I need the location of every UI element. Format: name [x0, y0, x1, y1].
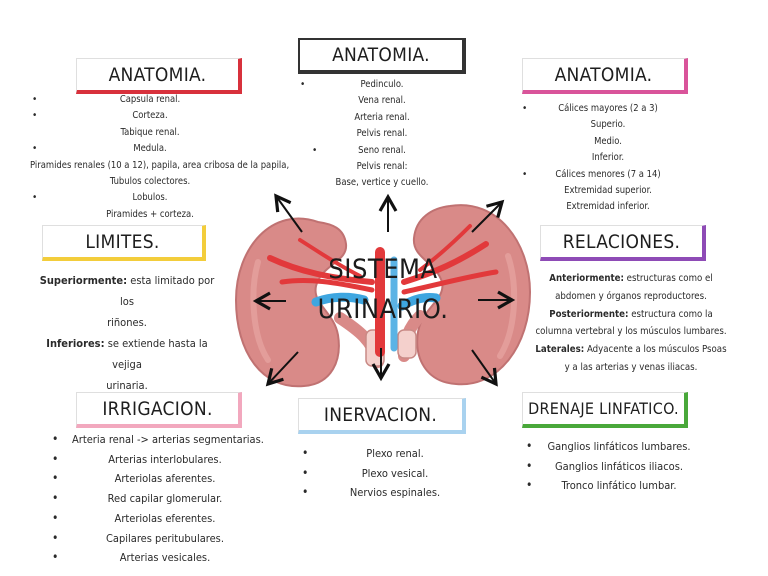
- anatomia-center-line: Seno renal.: [300, 143, 464, 160]
- drenaje-header: DRENAJE LINFATICO.: [522, 392, 688, 428]
- irrigacion-item: Capilares peritubulares.: [52, 529, 258, 549]
- arrow-to-anatomia-left: [274, 193, 303, 233]
- anatomia-right-line: Inferior.: [591, 152, 625, 164]
- anatomia-right-line: Cálices menores (7 a 14): [520, 167, 696, 184]
- center-title-line2: URINARIO.: [317, 294, 449, 325]
- inervacion-item: Nervios espinales.: [302, 483, 470, 503]
- limites-header: LIMITES.: [42, 225, 206, 261]
- anatomia-left-header-text: ANATOMIA.: [108, 63, 207, 86]
- anatomia-right-line: Extremidad inferior.: [566, 201, 650, 213]
- inervacion-item: Plexo renal.: [302, 444, 470, 464]
- anatomia-left-line: Medula.: [30, 141, 270, 158]
- anatomia-right-text: Cálices mayores (2 a 3) Superio. Medio. …: [520, 101, 696, 216]
- anatomia-right-header-text: ANATOMIA.: [554, 63, 653, 86]
- anatomia-left-line: Corteza.: [30, 108, 270, 125]
- anatomia-left-line: Tabique renal.: [120, 126, 180, 138]
- limites-sup-label: Superiormente:: [39, 274, 128, 287]
- relaciones-header: RELACIONES.: [540, 225, 706, 261]
- anatomia-right-line: Cálices mayores (2 a 3): [520, 101, 696, 118]
- relaciones-ant-label: Anteriormente:: [549, 273, 624, 284]
- arrow-to-irrigacion: [265, 351, 299, 387]
- anatomia-center-line: Arteria renal.: [354, 111, 410, 123]
- center-title-line1: SISTEMA: [328, 254, 438, 285]
- irrigacion-header: IRRIGACION.: [76, 392, 242, 428]
- irrigacion-item: Arterias interlobulares.: [52, 450, 258, 470]
- relaciones-ant-line1: estructuras como el: [626, 273, 713, 284]
- irrigacion-list: Arteria renal -> arterias segmentarias. …: [52, 430, 264, 568]
- relaciones-lat-line2: y a las arterias y venas iliacas.: [564, 361, 698, 373]
- anatomia-right-line: Extremidad superior.: [564, 185, 652, 197]
- drenaje-item: Ganglios linfáticos lumbares.: [526, 437, 696, 457]
- relaciones-post-line2: columna vertebral y los músculos lumbare…: [535, 326, 727, 338]
- center-title: SISTEMA URINARIO.: [308, 250, 458, 330]
- anatomia-left-line: Capsula renal.: [30, 92, 270, 109]
- inervacion-header-text: INERVACION.: [323, 403, 438, 426]
- anatomia-center-line: Pelvis renal:: [356, 161, 408, 173]
- anatomia-left-line: Piramides renales (10 a 12), papila, are…: [30, 159, 290, 171]
- anatomia-left-line: Lobulos.: [30, 190, 270, 207]
- limites-inf-line1: se extiende hasta la vejiga: [107, 337, 208, 371]
- limites-sup-line2: riñones.: [107, 316, 147, 329]
- inervacion-item: Plexo vesical.: [302, 464, 470, 484]
- anatomia-center-header-text: ANATOMIA.: [332, 44, 430, 66]
- anatomia-right-line: Superio.: [590, 119, 626, 131]
- relaciones-post-line1: estructura como la: [631, 308, 713, 320]
- renal-artery-right: [401, 241, 489, 285]
- anatomia-center-line: Pedinculo.: [300, 77, 464, 94]
- irrigacion-header-text: IRRIGACION.: [102, 397, 213, 420]
- renal-artery-left: [267, 255, 375, 285]
- irrigacion-item: Arteriolas aferentes.: [52, 469, 258, 489]
- drenaje-item: Ganglios linfáticos iliacos.: [526, 457, 696, 477]
- anatomia-center-text: Pedinculo. Vena renal. Arteria renal. Pe…: [300, 77, 464, 192]
- relaciones-lat-line1: Adyacente a los músculos Psoas: [586, 344, 727, 356]
- irrigacion-item: Red capilar glomerular.: [52, 489, 258, 509]
- irrigacion-item: Arterias vesicales.: [52, 548, 258, 568]
- arrow-to-drenaje: [471, 349, 498, 387]
- drenaje-item: Tronco linfático lumbar.: [526, 476, 696, 496]
- relaciones-post-label: Posteriormente:: [549, 308, 629, 320]
- drenaje-list: Ganglios linfáticos lumbares. Ganglios l…: [526, 437, 696, 496]
- drenaje-header-text: DRENAJE LINFATICO.: [528, 399, 679, 418]
- anatomia-left-line: Piramides + corteza.: [106, 208, 194, 220]
- limites-sup-line1: esta limitado por los: [120, 274, 215, 308]
- left-kidney: [234, 217, 348, 388]
- limites-header-text: LIMITES.: [85, 230, 160, 253]
- inervacion-list: Plexo renal. Plexo vesical. Nervios espi…: [302, 444, 470, 503]
- relaciones-header-text: RELACIONES.: [562, 230, 681, 253]
- anatomia-center-line: Base, vertice y cuello.: [335, 177, 429, 189]
- anatomia-center-line: Vena renal.: [358, 95, 406, 107]
- limites-inf-line2: urinaria.: [106, 379, 148, 392]
- irrigacion-item: Arteria renal -> arterias segmentarias.: [52, 430, 264, 450]
- anatomia-left-text: Capsula renal. Corteza. Tabique renal. M…: [30, 92, 290, 223]
- anatomia-center-line: Pelvis renal.: [356, 128, 408, 140]
- inervacion-header: INERVACION.: [298, 398, 466, 434]
- limites-text: Superiormente: esta limitado por los riñ…: [34, 270, 220, 396]
- irrigacion-item: Arteriolas eferentes.: [52, 509, 258, 529]
- arrow-to-anatomia-right: [471, 199, 505, 233]
- renal-vein-left: [311, 292, 369, 307]
- anatomia-center-header: ANATOMIA.: [298, 38, 466, 74]
- renal-vein-right: [397, 293, 441, 311]
- relaciones-text: Anteriormente: estructuras como el abdom…: [526, 270, 736, 377]
- anatomia-right-header: ANATOMIA.: [522, 58, 688, 94]
- limites-inf-label: Inferiores:: [46, 337, 105, 350]
- relaciones-lat-label: Laterales:: [535, 344, 585, 356]
- anatomia-right-line: Medio.: [594, 135, 622, 147]
- anatomia-left-line: Tubulos colectores.: [109, 176, 191, 188]
- relaciones-ant-line2: abdomen y órganos reproductores.: [555, 290, 707, 302]
- anatomia-left-header: ANATOMIA.: [76, 58, 242, 94]
